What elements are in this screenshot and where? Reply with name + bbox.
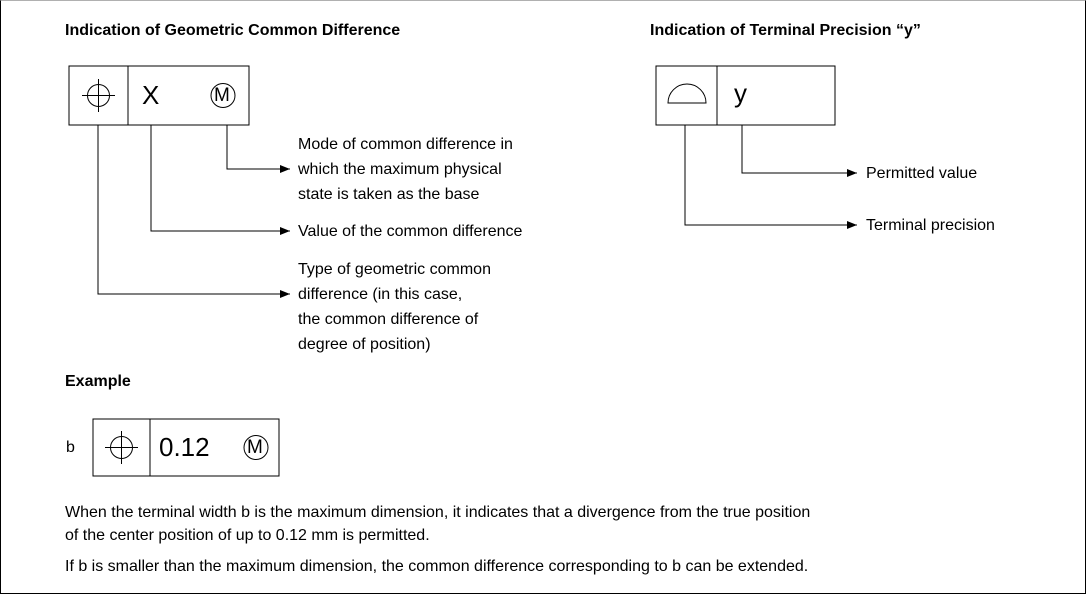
left-section-title: Indication of Geometric Common Differenc… [65, 22, 401, 39]
example-modifier-letter: M [247, 437, 263, 458]
example-heading: Example [65, 373, 131, 390]
terminal-precision-callout: Terminal precision [866, 217, 995, 234]
profile-of-surface-icon [667, 83, 707, 104]
right-feature-control-frame [655, 65, 836, 126]
left-leader-lines [97, 125, 290, 298]
value-callout: Value of the common difference [298, 223, 523, 240]
permitted-value-callout: Permitted value [866, 165, 978, 182]
example-feature-control-frame [92, 418, 280, 477]
type-callout: Type of geometric common difference (in … [298, 261, 491, 353]
modifier-letter: M [214, 85, 230, 106]
example-prefix: b [66, 439, 75, 456]
note-paragraph-1: When the terminal width b is the maximum… [65, 504, 811, 544]
left-feature-control-frame [68, 65, 250, 126]
example-tolerance-value: 0.12 [159, 432, 210, 462]
position-crosshair-icon [82, 79, 115, 112]
note-paragraph-2: If b is smaller than the maximum dimensi… [65, 558, 809, 575]
right-leader-lines [684, 125, 857, 229]
position-crosshair-icon [105, 431, 138, 464]
modifier-circle [243, 435, 269, 460]
modifier-callout: Mode of common difference in which the m… [298, 136, 513, 203]
modifier-circle [210, 83, 236, 108]
tolerance-value: X [142, 80, 160, 110]
precision-value: y [734, 78, 747, 108]
right-section-title: Indication of Terminal Precision “y” [650, 22, 921, 39]
